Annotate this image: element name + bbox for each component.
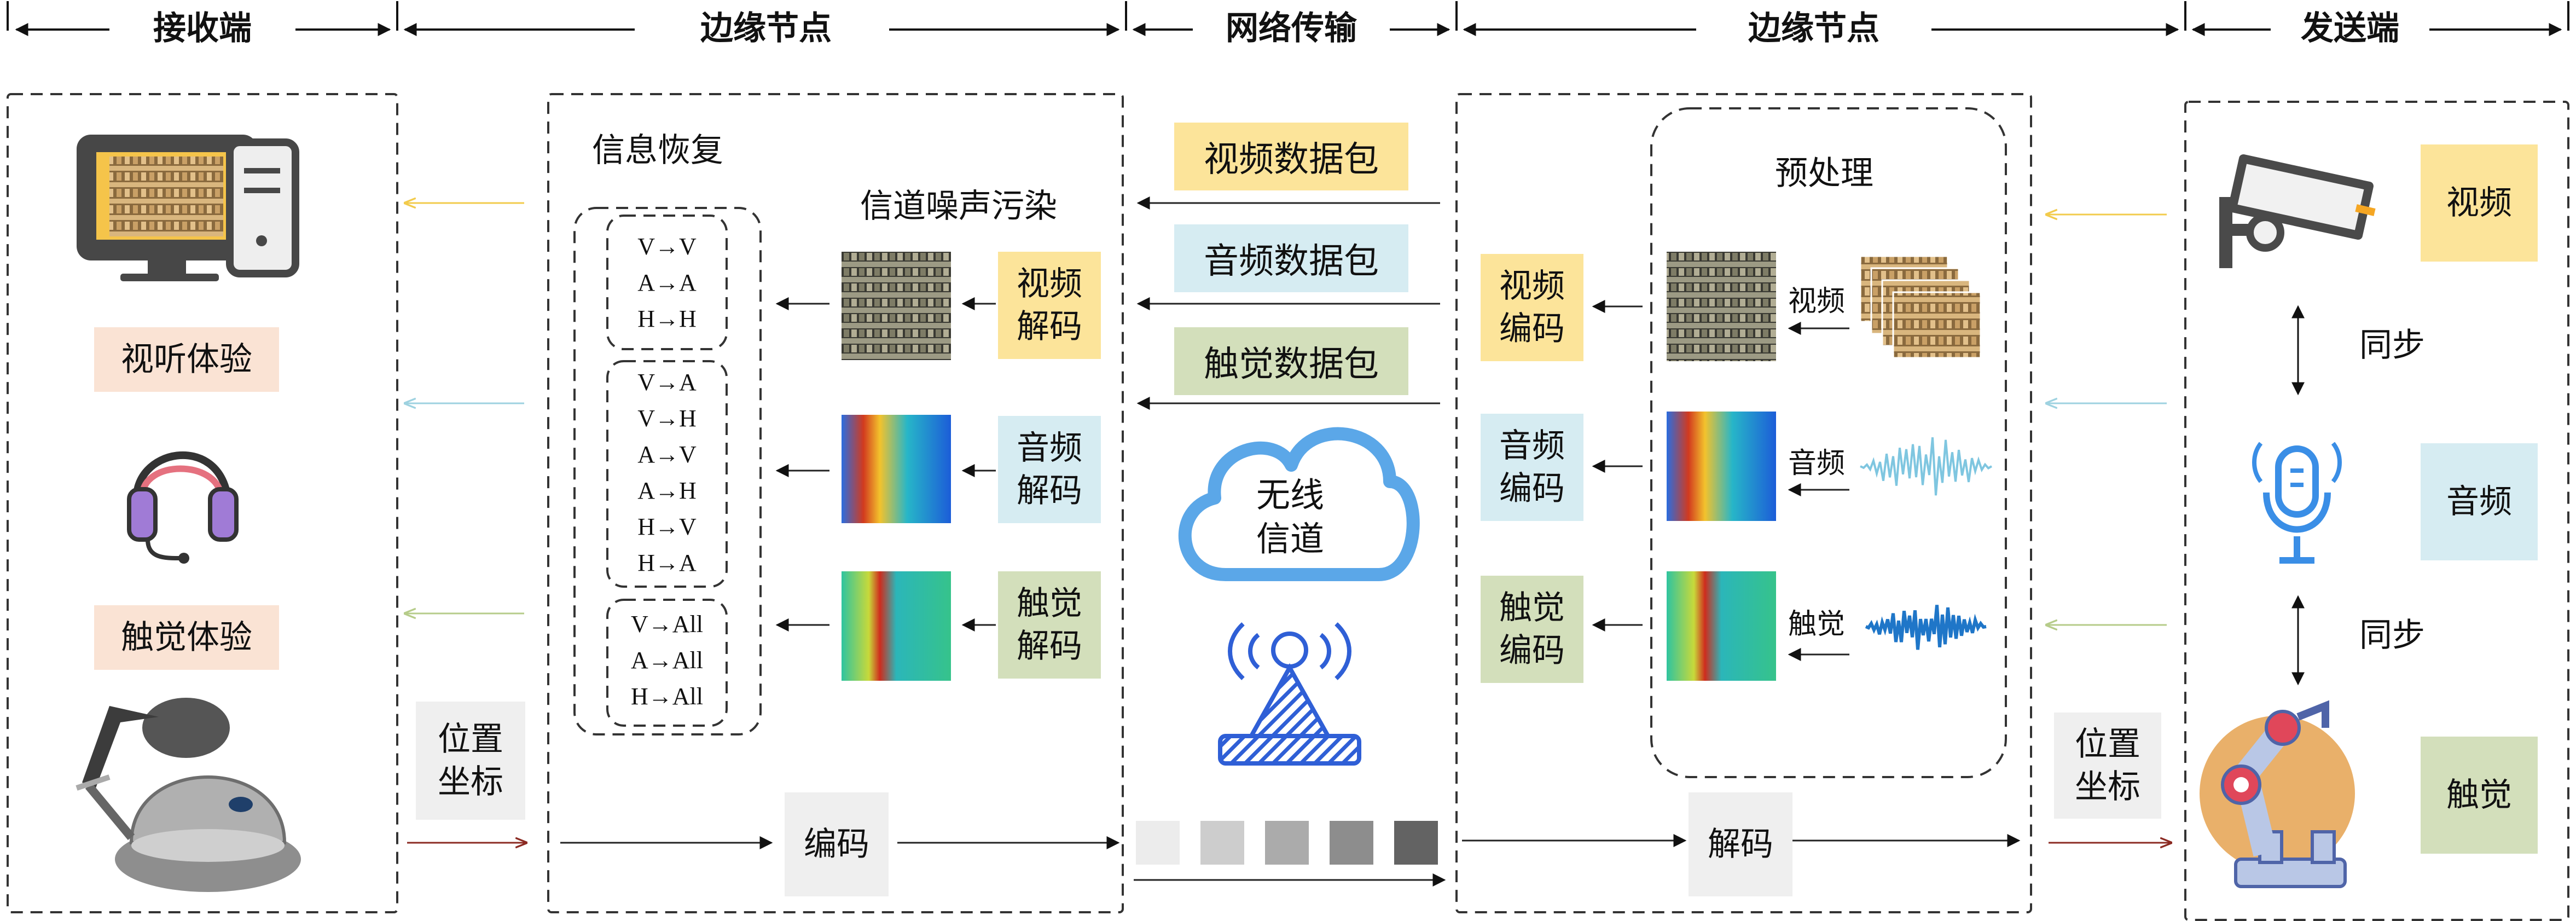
- mapping-item: V→A: [637, 369, 697, 396]
- cloud-icon: [1178, 427, 1420, 581]
- haptic-decode-box: 触觉 解码: [998, 571, 1101, 679]
- haptic-spectrogram: [1667, 571, 1776, 681]
- haptic-encode-box: 触觉 编码: [1481, 576, 1583, 683]
- video-thumbnail: [1667, 252, 1776, 361]
- headset-icon: [127, 451, 239, 564]
- microphone-icon: [2252, 442, 2342, 564]
- encode-box: 编码: [785, 792, 889, 896]
- video-frames-icon: [1859, 255, 1982, 359]
- edge-right-thumbnails: [1667, 252, 1993, 681]
- antenna-tower-icon: [1218, 622, 1361, 766]
- audio-packet: 音频数据包: [1174, 224, 1408, 292]
- mapping-group-2: [606, 360, 728, 588]
- edge-left-thumbnails: [842, 252, 951, 681]
- mapping-item: A→V: [637, 441, 697, 468]
- decode-box: 解码: [1689, 792, 1792, 896]
- noisy-video-thumbnail: [842, 252, 951, 360]
- info-recovery-title: 信息恢复: [592, 131, 723, 170]
- mapping-group-3: [606, 599, 728, 727]
- video-encode-box: 视频 编码: [1481, 254, 1583, 361]
- camera-icon: [2219, 154, 2376, 268]
- sync-label-1: 同步: [2359, 326, 2425, 364]
- haptic-device-icon: [76, 698, 301, 892]
- header-sender: 发送端: [2301, 9, 2399, 48]
- edge-left-section: [547, 93, 1124, 913]
- bit-squares: [1136, 821, 1438, 865]
- sender-haptic-box: 触觉: [2421, 737, 2538, 854]
- preprocess-group: [1650, 107, 2007, 778]
- preprocess-title: 预处理: [1775, 154, 1873, 193]
- mapping-item: H→All: [631, 683, 703, 710]
- sender-arrows: [2046, 215, 2305, 843]
- mapping-item: V→H: [637, 405, 697, 432]
- haptic-experience-label: 触觉体验: [94, 605, 279, 670]
- sender-video-box: 视频: [2421, 144, 2538, 262]
- mapping-item: A→All: [631, 647, 703, 674]
- haptic-packet: 触觉数据包: [1174, 327, 1408, 395]
- video-label: 视频: [1788, 285, 1846, 318]
- mapping-group-1a: [606, 215, 728, 350]
- header-arrows: [7, 1, 2569, 36]
- haptic-label: 触觉: [1788, 608, 1846, 641]
- noisy-haptic-spectrogram: [842, 571, 951, 681]
- mapping-list-cross: V→A V→H A→V A→H H→V H→A: [610, 364, 724, 581]
- network-arrows: [1134, 196, 1446, 887]
- channel-noise-title: 信道噪声污染: [860, 187, 1057, 225]
- mapping-item: A→H: [637, 477, 697, 504]
- monitor-icon: [77, 135, 299, 281]
- header-edge-right: 边缘节点: [1748, 9, 1879, 48]
- edge-right-section: [1455, 93, 2032, 913]
- mapping-item: H→H: [637, 305, 697, 332]
- sender-position-coords: 位置 坐标: [2054, 713, 2161, 819]
- edge-left-arrows: [560, 297, 1120, 849]
- noisy-audio-spectrogram: [842, 415, 951, 523]
- edge-right-arrows: [1462, 300, 2021, 847]
- audio-spectrogram: [1667, 412, 1776, 521]
- header-edge-left: 边缘节点: [700, 9, 832, 48]
- audio-label: 音频: [1788, 447, 1846, 480]
- audio-decode-box: 音频 解码: [998, 416, 1101, 523]
- receiver-section: [7, 93, 398, 913]
- av-experience-label: 视听体验: [94, 327, 279, 392]
- receiver-arrows: [405, 203, 526, 843]
- sender-audio-box: 音频: [2421, 443, 2538, 560]
- wireless-channel-label: 无线 信道: [1256, 475, 1324, 559]
- mapping-list-same: V→V A→A H→H: [610, 229, 724, 337]
- sender-section: [2184, 101, 2569, 921]
- section-boxes: [7, 93, 2569, 921]
- mapping-item: V→V: [637, 233, 697, 260]
- video-packet: 视频数据包: [1174, 123, 1408, 190]
- mapping-item: H→A: [637, 549, 697, 576]
- mapping-item: V→All: [631, 611, 703, 638]
- audio-encode-box: 音频 编码: [1481, 414, 1583, 521]
- receiver-position-coords: 位置 坐标: [416, 702, 525, 820]
- audio-waveform-icon: [1860, 437, 1993, 496]
- header-network: 网络传输: [1226, 9, 1357, 48]
- sync-label-2: 同步: [2359, 616, 2425, 654]
- header-receiver: 接收端: [153, 9, 252, 48]
- robot-arm-icon: [2200, 700, 2355, 888]
- video-decode-box: 视频 解码: [998, 252, 1101, 359]
- mapping-group-1: [573, 207, 762, 735]
- haptic-waveform-icon: [1865, 605, 1987, 650]
- mapping-item: H→V: [637, 513, 697, 540]
- mapping-item: A→A: [637, 269, 697, 296]
